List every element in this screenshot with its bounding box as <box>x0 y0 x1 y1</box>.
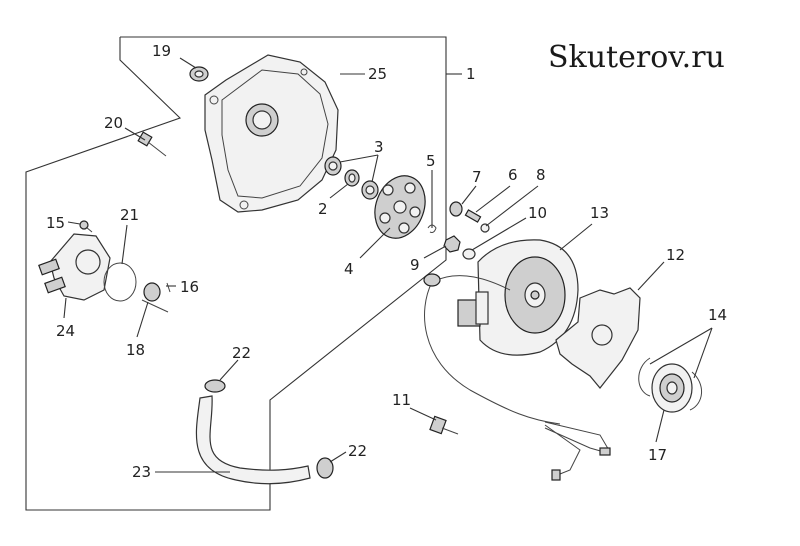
screw-set <box>449 201 490 233</box>
callout-22-top: 22 <box>232 344 251 362</box>
wire-harness <box>423 273 611 481</box>
stator-assembly <box>457 239 579 356</box>
callout-11: 11 <box>392 391 411 409</box>
callout-13: 13 <box>590 204 609 222</box>
callout-25: 25 <box>368 65 387 83</box>
callout-12: 12 <box>666 246 685 264</box>
clip-5 <box>427 224 437 233</box>
callout-labels: 1 2 3 4 5 6 7 8 9 10 11 12 13 14 15 16 1… <box>46 42 727 481</box>
callout-14: 14 <box>708 306 727 324</box>
coolant-hose <box>195 379 334 485</box>
callout-4: 4 <box>344 260 354 278</box>
callout-22-bottom: 22 <box>348 442 367 460</box>
bearing-small <box>189 66 209 82</box>
callout-10: 10 <box>528 204 547 222</box>
impeller <box>374 175 426 239</box>
callout-5: 5 <box>426 152 436 170</box>
callout-24: 24 <box>56 322 75 340</box>
assembly-boundary <box>25 36 447 511</box>
callout-8: 8 <box>536 166 546 184</box>
callout-15: 15 <box>46 214 65 232</box>
callout-23: 23 <box>132 463 151 481</box>
callout-6: 6 <box>508 166 518 184</box>
cover-housing <box>204 54 339 213</box>
callout-21: 21 <box>120 206 139 224</box>
nut-washer <box>443 235 476 260</box>
callout-1: 1 <box>466 65 476 83</box>
pump-shaft <box>141 282 169 313</box>
callout-2: 2 <box>318 200 328 218</box>
bearing-set <box>324 156 379 200</box>
callout-7: 7 <box>472 168 482 186</box>
callout-17: 17 <box>648 446 667 464</box>
rotor-clips <box>638 357 702 413</box>
o-ring <box>103 262 137 302</box>
callout-18: 18 <box>126 341 145 359</box>
callout-20: 20 <box>104 114 123 132</box>
callout-3: 3 <box>374 138 384 156</box>
leader-lines <box>63 57 713 473</box>
pin-16 <box>166 282 171 293</box>
bolt-20 <box>137 131 167 157</box>
bolt-11 <box>429 415 459 435</box>
screw-15 <box>79 220 93 233</box>
pump-housing <box>38 233 111 301</box>
callout-9: 9 <box>410 256 420 274</box>
callout-16: 16 <box>180 278 199 296</box>
watermark: Skuterov.ru <box>548 40 725 75</box>
backing-plate <box>555 287 641 389</box>
callout-19: 19 <box>152 42 171 60</box>
